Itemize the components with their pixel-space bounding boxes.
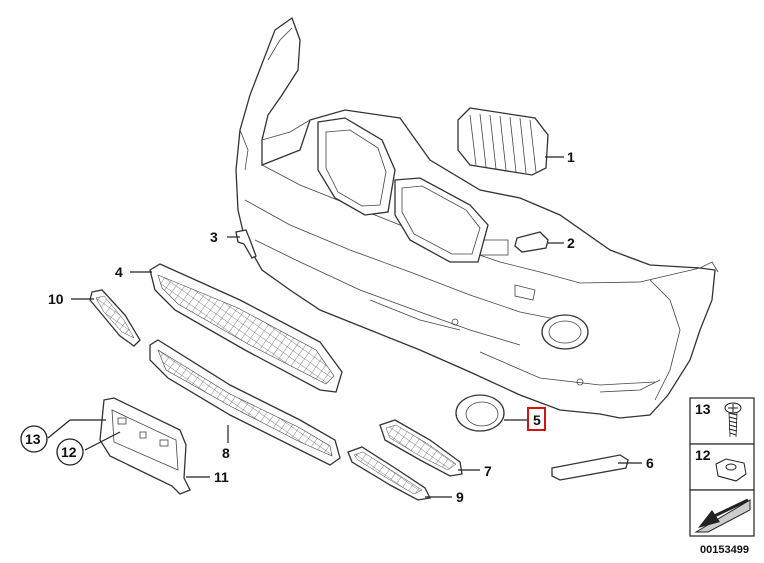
lower-mesh-grille-part xyxy=(149,339,341,466)
circled-callouts: 13 12 xyxy=(20,425,84,466)
callout-2: 2 xyxy=(567,235,575,251)
side-grille-part xyxy=(89,289,141,347)
callout-9: 9 xyxy=(456,489,464,505)
bumper-grille-openings xyxy=(317,117,489,263)
legend-label-13: 13 xyxy=(695,401,711,417)
callout-numbers: 1 2 3 4 10 5 6 7 8 9 11 xyxy=(48,149,654,505)
callout-11: 11 xyxy=(214,469,229,485)
mesh-insert-upper-part xyxy=(379,419,463,477)
fog-lamp-ring-part xyxy=(455,394,505,432)
mesh-insert-lower-part xyxy=(347,446,431,501)
callout-6: 6 xyxy=(646,455,654,471)
cover-cap-part xyxy=(514,231,549,253)
upper-mesh-grille-part xyxy=(149,263,343,393)
callout-1: 1 xyxy=(567,149,575,165)
diagram-number: 00153499 xyxy=(700,544,749,556)
callout-10: 10 xyxy=(48,291,64,307)
callout-5-highlight xyxy=(527,407,546,431)
callout-3: 3 xyxy=(210,229,218,245)
leader-lines xyxy=(47,156,642,498)
callout-5: 5 xyxy=(533,412,541,428)
bracket-part xyxy=(235,229,257,259)
kidney-grille-part xyxy=(457,107,549,176)
license-plate-base-part xyxy=(99,397,191,495)
callout-4: 4 xyxy=(115,264,123,280)
legend-label-12: 12 xyxy=(695,447,711,463)
callout-12: 12 xyxy=(61,444,77,460)
trim-strip-part xyxy=(551,454,629,481)
nut-icon xyxy=(715,458,747,482)
callout-7: 7 xyxy=(484,463,492,479)
callout-13: 13 xyxy=(25,431,41,447)
arrow-icon xyxy=(694,498,751,533)
screw-icon xyxy=(724,402,742,438)
hardware-legend: 13 12 xyxy=(689,397,755,537)
callout-8: 8 xyxy=(222,445,230,461)
